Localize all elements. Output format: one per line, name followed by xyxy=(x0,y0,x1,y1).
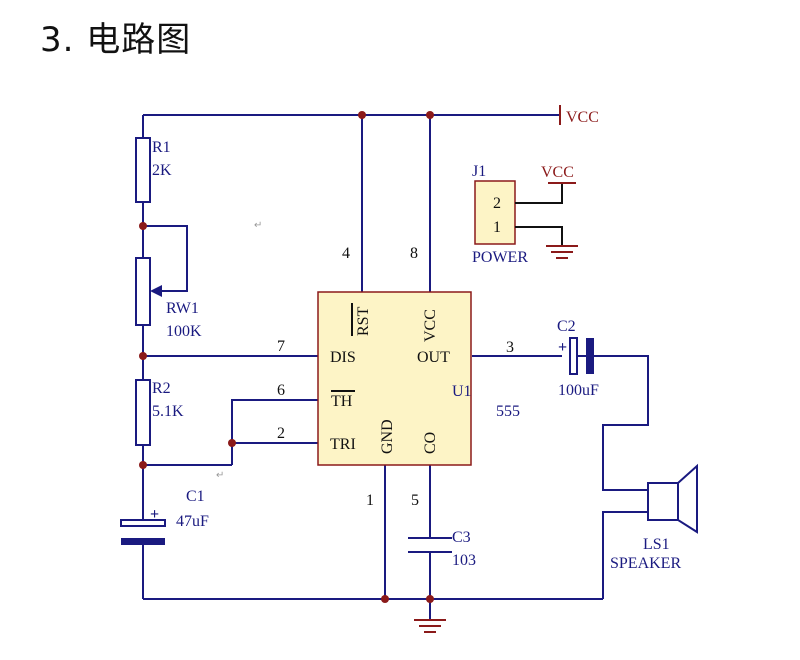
pin-number-5: 5 xyxy=(411,492,419,509)
vcc-symbol: VCC xyxy=(559,105,599,126)
editor-mark: ↵ xyxy=(254,220,262,231)
pin-label-gnd: GND xyxy=(379,419,396,454)
junction-dot xyxy=(228,439,236,447)
ic-555: 4 8 7 3 6 2 1 5 RST VCC DIS OUT TH TRI G… xyxy=(277,245,520,509)
pin-label-vcc: VCC xyxy=(422,309,439,342)
capacitor-c1: + C1 47uF xyxy=(120,488,209,545)
c1-plus: + xyxy=(150,506,159,523)
r1-ref: R1 xyxy=(152,139,171,156)
pin-number-1: 1 xyxy=(366,492,374,509)
r2-value: 5.1K xyxy=(152,403,184,420)
ground-symbol xyxy=(414,619,446,633)
capacitor-c3: C3 103 xyxy=(408,529,476,569)
pin-label-tri: TRI xyxy=(330,436,356,453)
pin-label-th: TH xyxy=(331,393,353,410)
c3-ref: C3 xyxy=(452,529,471,546)
c2-value: 100uF xyxy=(558,382,599,399)
speaker-ls1: LS1 SPEAKER xyxy=(610,463,698,572)
pin-number-6: 6 xyxy=(277,382,285,399)
potentiometer-rw1: RW1 100K xyxy=(135,257,202,340)
c1-value: 47uF xyxy=(176,513,209,530)
resistor-r2: R2 5.1K xyxy=(135,379,184,446)
rw1-ref: RW1 xyxy=(166,300,199,317)
junction-dot xyxy=(139,461,147,469)
chip-ref: U1 xyxy=(452,383,472,400)
chip-body xyxy=(317,291,472,466)
ls1-value: SPEAKER xyxy=(610,555,681,572)
junction-dot xyxy=(381,595,389,603)
connector-j1: J1 2 1 POWER VCC xyxy=(472,163,578,266)
pin-label-dis: DIS xyxy=(330,349,356,366)
j1-vcc-label: VCC xyxy=(541,164,574,181)
c1-ref: C1 xyxy=(186,488,205,505)
j1-body xyxy=(474,180,516,245)
junctions xyxy=(139,111,434,603)
j1-value: POWER xyxy=(472,249,528,266)
wire-c2-speaker xyxy=(602,355,649,491)
junction-dot xyxy=(358,111,366,119)
c2-plus: + xyxy=(558,339,567,356)
pin-number-4: 4 xyxy=(342,245,350,262)
pin-label-co: CO xyxy=(422,432,439,454)
pin-label-rst: RST xyxy=(355,306,372,336)
pin-number-3: 3 xyxy=(506,339,514,356)
chip-value: 555 xyxy=(496,403,520,420)
ls1-ref: LS1 xyxy=(643,536,670,553)
c2-ref: C2 xyxy=(557,318,576,335)
r2-ref: R2 xyxy=(152,380,171,397)
junction-dot xyxy=(426,111,434,119)
pin-number-2: 2 xyxy=(277,425,285,442)
j1-ref: J1 xyxy=(472,163,486,180)
wire-th xyxy=(231,399,318,465)
j1-pin2: 2 xyxy=(493,195,501,212)
editor-mark: ↵ xyxy=(216,470,224,481)
junction-dot xyxy=(139,352,147,360)
rw1-value: 100K xyxy=(166,323,202,340)
junction-dot xyxy=(139,222,147,230)
junction-dot xyxy=(426,595,434,603)
wire-speaker-return xyxy=(602,511,648,599)
c3-value: 103 xyxy=(452,552,476,569)
pin-number-8: 8 xyxy=(410,245,418,262)
pin-label-out: OUT xyxy=(417,349,450,366)
resistor-r1: R1 2K xyxy=(135,137,172,203)
pin-number-7: 7 xyxy=(277,338,285,355)
wires xyxy=(142,114,649,620)
wire-pot-wiper xyxy=(143,225,188,292)
page-title: 3. 电路图 xyxy=(40,20,192,60)
vcc-label: VCC xyxy=(566,109,599,126)
j1-pin1: 1 xyxy=(493,219,501,236)
capacitor-c2: + C2 100uF xyxy=(557,318,603,399)
r1-value: 2K xyxy=(152,162,172,179)
